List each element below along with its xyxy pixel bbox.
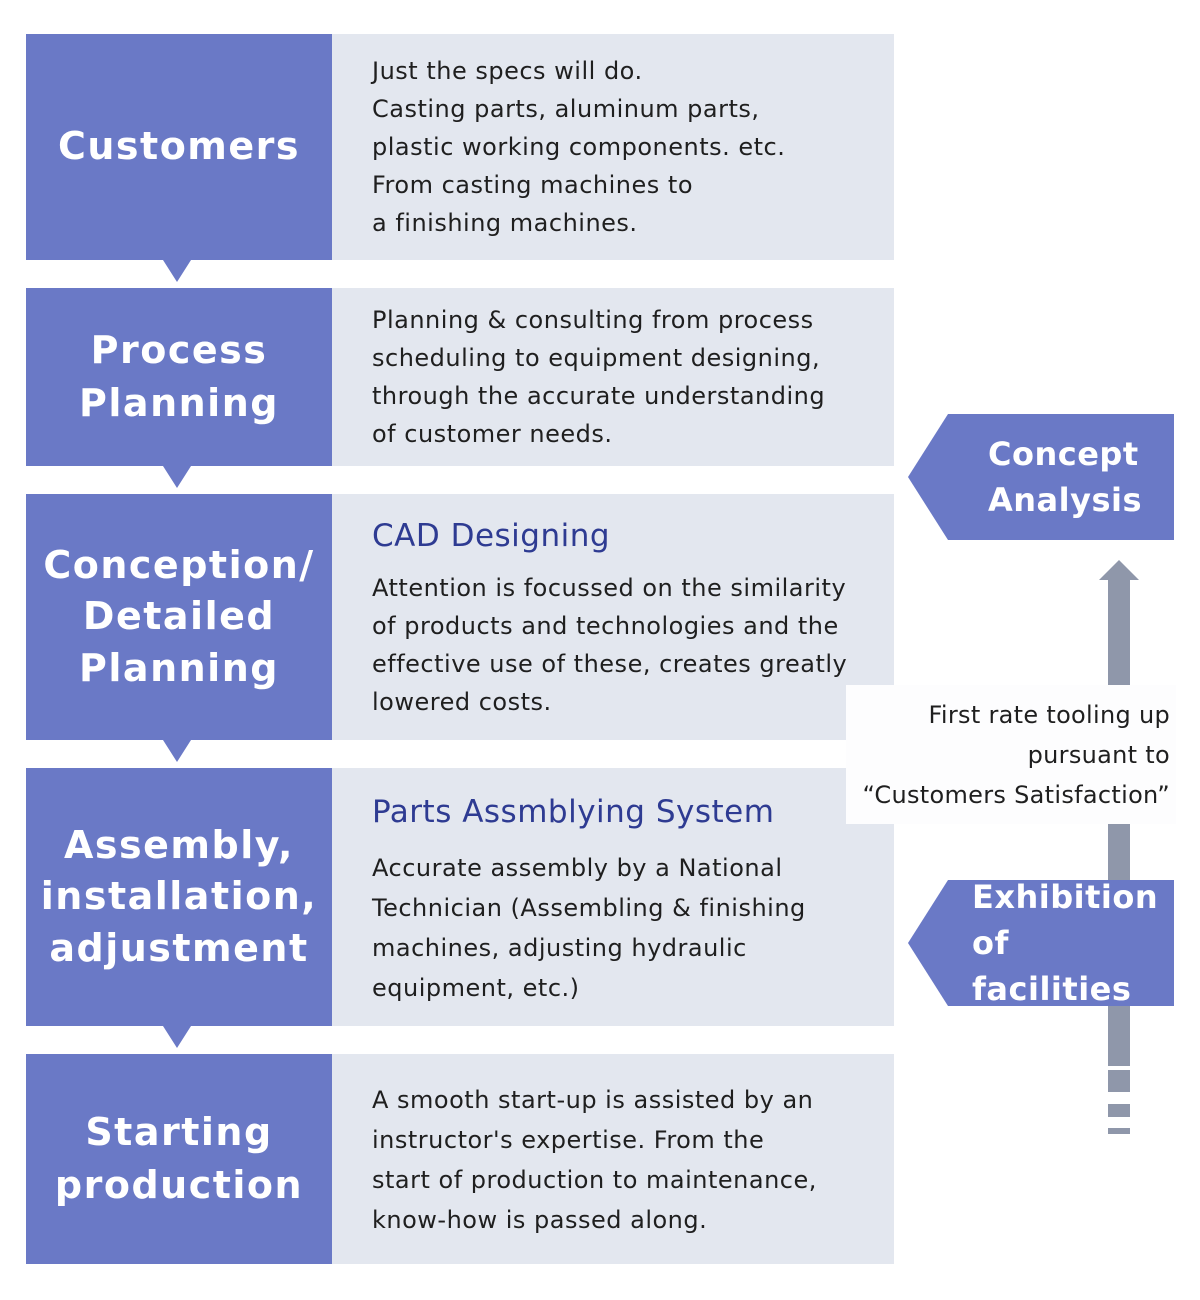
arrow-head bbox=[1099, 560, 1139, 580]
step-description: Accurate assembly by a National Technici… bbox=[372, 854, 806, 1002]
step-title: Process Planning bbox=[26, 288, 332, 466]
step-description: A smooth start-up is assisted by an inst… bbox=[372, 1086, 817, 1234]
step-conception: Conception/ Detailed Planning CAD Design… bbox=[26, 494, 894, 762]
concept-analysis-callout: Concept Analysis bbox=[908, 414, 1174, 540]
step-title: Assembly, installation, adjustment bbox=[26, 768, 332, 1026]
step-process-planning: Process Planning Planning & consulting f… bbox=[26, 288, 894, 488]
step-starting-production: Starting production A smooth start-up is… bbox=[26, 1054, 894, 1264]
step-description: Attention is focussed on the similarity … bbox=[372, 574, 848, 716]
step-title: Starting production bbox=[26, 1054, 332, 1264]
step-assembly: Assembly, installation, adjustment Parts… bbox=[26, 768, 894, 1048]
concept-analysis-label: Concept Analysis bbox=[988, 435, 1143, 519]
step-description: Just the specs will do. Casting parts, a… bbox=[372, 57, 786, 237]
step-description-box: Just the specs will do. Casting parts, a… bbox=[332, 34, 894, 260]
step-description-box: A smooth start-up is assisted by an inst… bbox=[332, 1054, 894, 1264]
step-heading: Parts Assmblying System bbox=[372, 794, 775, 830]
step-title: Conception/ Detailed Planning bbox=[26, 494, 332, 740]
down-pointer bbox=[163, 740, 191, 762]
step-description-box: Parts Assmblying System Accurate assembl… bbox=[332, 768, 894, 1026]
step-description-box: CAD Designing Attention is focussed on t… bbox=[332, 494, 894, 740]
note-text: First rate tooling up pursuant to “Custo… bbox=[862, 701, 1170, 809]
arrow-dash bbox=[1108, 1128, 1130, 1134]
step-title: Customers bbox=[26, 34, 332, 260]
down-pointer bbox=[163, 260, 191, 282]
step-customers: Customers Just the specs will do. Castin… bbox=[26, 34, 894, 282]
arrow-dash bbox=[1108, 1070, 1130, 1092]
customer-satisfaction-note: First rate tooling up pursuant to “Custo… bbox=[846, 685, 1176, 824]
step-description: Planning & consulting from process sched… bbox=[372, 306, 826, 448]
arrow-dash bbox=[1108, 1104, 1130, 1117]
down-pointer bbox=[163, 1026, 191, 1048]
step-heading: CAD Designing bbox=[372, 518, 611, 554]
exhibition-label: Exhibition of facilities bbox=[972, 878, 1159, 1008]
step-description-box: Planning & consulting from process sched… bbox=[332, 288, 894, 466]
exhibition-callout: Exhibition of facilities bbox=[908, 880, 1174, 1006]
down-pointer bbox=[163, 466, 191, 488]
